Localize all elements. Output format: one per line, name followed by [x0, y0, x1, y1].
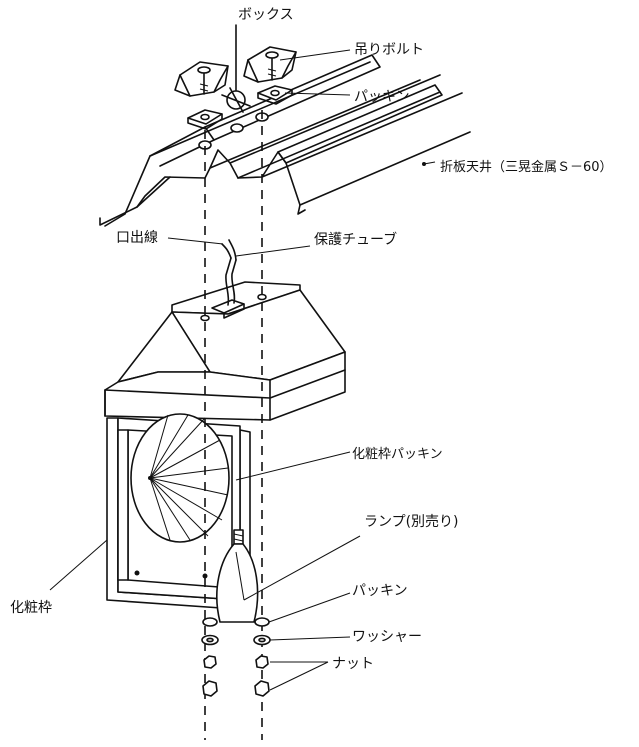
- label-nut: ナット: [332, 656, 374, 672]
- nut: [202, 655, 270, 697]
- label-lamp: ランプ(別売り): [364, 514, 459, 530]
- washer: [201, 634, 271, 646]
- hanging-bolt-right: [243, 46, 297, 83]
- folded-plate-ceiling: [99, 54, 471, 227]
- lamp: [216, 529, 259, 623]
- label-packing-bottom: パッキン: [352, 583, 408, 599]
- luminaire-housing: [104, 281, 346, 421]
- reflector: [130, 413, 230, 543]
- trim-frame-packing-strip: [117, 429, 129, 581]
- label-ceiling: 折板天井（三晃金属Ｓ－60）: [440, 159, 613, 175]
- packing-top-right: [257, 85, 293, 105]
- label-protective-tube: 保護チューブ: [314, 231, 397, 248]
- label-trim-frame-packing: 化粧枠パッキン: [352, 447, 443, 462]
- protective-tube: [225, 257, 237, 306]
- hanging-bolt-left: [174, 61, 229, 97]
- label-packing-top: パッキン: [354, 89, 410, 105]
- label-box: ボックス: [238, 7, 294, 23]
- label-trim-frame: 化粧枠: [10, 600, 52, 616]
- label-outlet-wire: 口出線: [116, 230, 158, 246]
- outlet-wire: [221, 239, 237, 261]
- packing-top-left: [187, 109, 223, 130]
- label-hanging-bolt: 吊りボルト: [354, 42, 424, 58]
- leader-lines: [49, 49, 436, 691]
- junction-box: [221, 24, 251, 113]
- label-washer: ワッシャー: [352, 629, 422, 645]
